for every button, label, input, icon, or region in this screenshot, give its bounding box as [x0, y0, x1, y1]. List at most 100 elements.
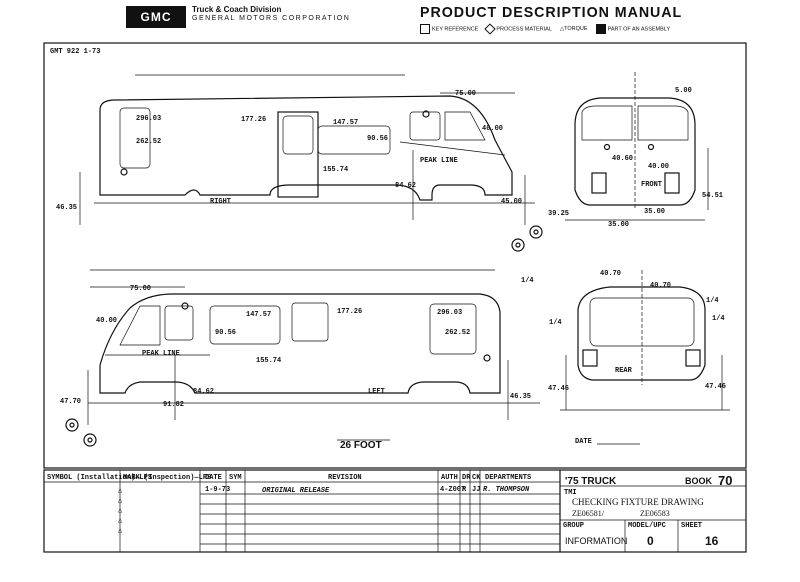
model-value: 0	[647, 534, 654, 548]
dim-label: 177.26	[337, 308, 362, 316]
cab-window	[164, 305, 194, 341]
door-window	[282, 115, 314, 155]
windshield-side	[444, 111, 486, 141]
datum-symbol	[83, 433, 97, 447]
dim-label: 91.82	[163, 401, 184, 409]
rear-window	[119, 107, 151, 169]
dim-label: 90.56	[367, 135, 388, 143]
torque-symbols: △ △ △ △ △	[118, 487, 123, 535]
datum-symbol	[65, 418, 79, 432]
dim-label: 46.35	[510, 393, 531, 401]
view-label-front: FRONT	[641, 181, 662, 189]
view-label-right: RIGHT	[210, 198, 231, 206]
side-window	[209, 305, 281, 345]
book-label: BOOK	[685, 476, 713, 486]
dim-label: 35.00	[644, 208, 665, 216]
front-wheel-left	[591, 172, 607, 194]
dim-label: 40.70	[650, 282, 671, 290]
datum-symbol-dot	[69, 422, 75, 428]
front-body-outline	[574, 97, 696, 206]
col-header: SYMBOL (Installation)—LPS	[47, 474, 152, 482]
view-label-rear: REAR	[615, 367, 633, 375]
dim-label: 47.46	[705, 383, 726, 391]
dim-label: 296.03	[136, 115, 161, 123]
dim-label: 1/4	[712, 315, 725, 323]
triangle-icon: △	[118, 497, 123, 505]
square-icon	[420, 24, 430, 34]
windshield-right	[637, 105, 689, 141]
side-window	[317, 125, 391, 155]
col-header: CK	[472, 474, 481, 482]
dim-label: 84.62	[395, 182, 416, 190]
legend-key-reference: KEY REFERENCE	[420, 24, 478, 34]
rear-light-right	[685, 349, 701, 367]
book-number: 70	[718, 473, 732, 488]
col-header: AUTH	[441, 474, 458, 482]
part-number: ZE06583	[640, 509, 670, 518]
symbol-legend: KEY REFERENCE PROCESS MATERIAL △TORQUE P…	[420, 23, 670, 35]
col-header: DR	[462, 474, 471, 482]
dim-label: 47.70	[60, 398, 81, 406]
van-body-outline	[99, 293, 501, 394]
title-block: SYMBOL (Installation)—LPS MARK (Inspecti…	[43, 469, 747, 553]
rev-description: ORIGINAL RELEASE	[262, 487, 330, 495]
company-name: GENERAL MOTORS CORPORATION	[192, 15, 351, 22]
peak-line-label: PEAK LINE	[420, 157, 458, 165]
dim-label: 84.62	[193, 388, 214, 396]
datum-hole	[422, 110, 430, 118]
datum-hole	[120, 168, 128, 176]
datum-symbol-dot	[515, 242, 521, 248]
dim-label: 45.00	[501, 198, 522, 206]
drawing-border	[43, 42, 747, 469]
rear-view: 40.70 40.70 1/4 1/4 47.46 47.46 1/4 REAR	[548, 270, 730, 411]
rev-date: 1-9-73	[205, 486, 230, 494]
dim-label: 147.57	[246, 311, 271, 319]
datum-symbol	[511, 238, 525, 252]
col-header: DATE	[205, 474, 222, 482]
view-label-left: LEFT	[368, 388, 385, 396]
sheet-value: 16	[705, 534, 719, 548]
sheet-header: SHEET	[681, 522, 702, 530]
model-label: 26 FOOT	[340, 440, 382, 451]
rear-body-outline	[577, 286, 706, 381]
dim-label: 296.03	[437, 309, 462, 317]
front-wheel-right	[664, 172, 680, 194]
dim-label: 35.00	[608, 221, 629, 229]
datum-hole	[647, 143, 655, 151]
datum-hole	[181, 302, 189, 310]
side-door	[277, 111, 319, 198]
col-header: REVISION	[328, 474, 362, 482]
dim-label: 155.74	[323, 166, 348, 174]
dim-label: 1/4	[521, 277, 534, 285]
dim-label: 1/4	[549, 319, 562, 327]
col-header: DEPARTMENTS	[485, 474, 531, 482]
triangle-icon: △	[118, 517, 123, 525]
dim-label: 262.52	[136, 138, 161, 146]
filled-square-icon	[595, 24, 606, 34]
peak-line-label: PEAK LINE	[142, 350, 180, 358]
gmc-logo: GMC	[126, 6, 186, 28]
publication-line: Truck & Coach Division	[192, 5, 282, 14]
datum-symbol	[529, 225, 543, 239]
rev-dr: R	[462, 486, 467, 494]
triangle-icon: △	[118, 507, 123, 515]
cab-window	[409, 111, 441, 141]
rev-departments: R. THOMPSON	[483, 486, 530, 494]
front-view: 5.00 40.60 40.00 54.51 39.25 35.00 35.00…	[548, 72, 723, 229]
windshield-left	[581, 105, 633, 141]
group-header: GROUP	[563, 522, 584, 530]
dim-label: 40.00	[648, 163, 669, 171]
triangle-icon: △	[559, 26, 565, 32]
title-block-frame	[43, 469, 747, 553]
date-label: DATE	[575, 438, 592, 446]
col-header: MARK (Inspection)—LPS	[123, 474, 211, 482]
dim-label: 90.56	[215, 329, 236, 337]
rev-auth: 4-Z007	[440, 486, 465, 494]
right-side-view: 75.00 296.03 262.52 177.26 147.57 90.56 …	[56, 74, 543, 252]
windshield-side	[119, 305, 161, 346]
dim-label: 40.70	[600, 270, 621, 278]
dim-label: 1/4	[706, 297, 719, 305]
triangle-icon: △	[118, 527, 123, 535]
dim-label: 40.00	[482, 125, 503, 133]
